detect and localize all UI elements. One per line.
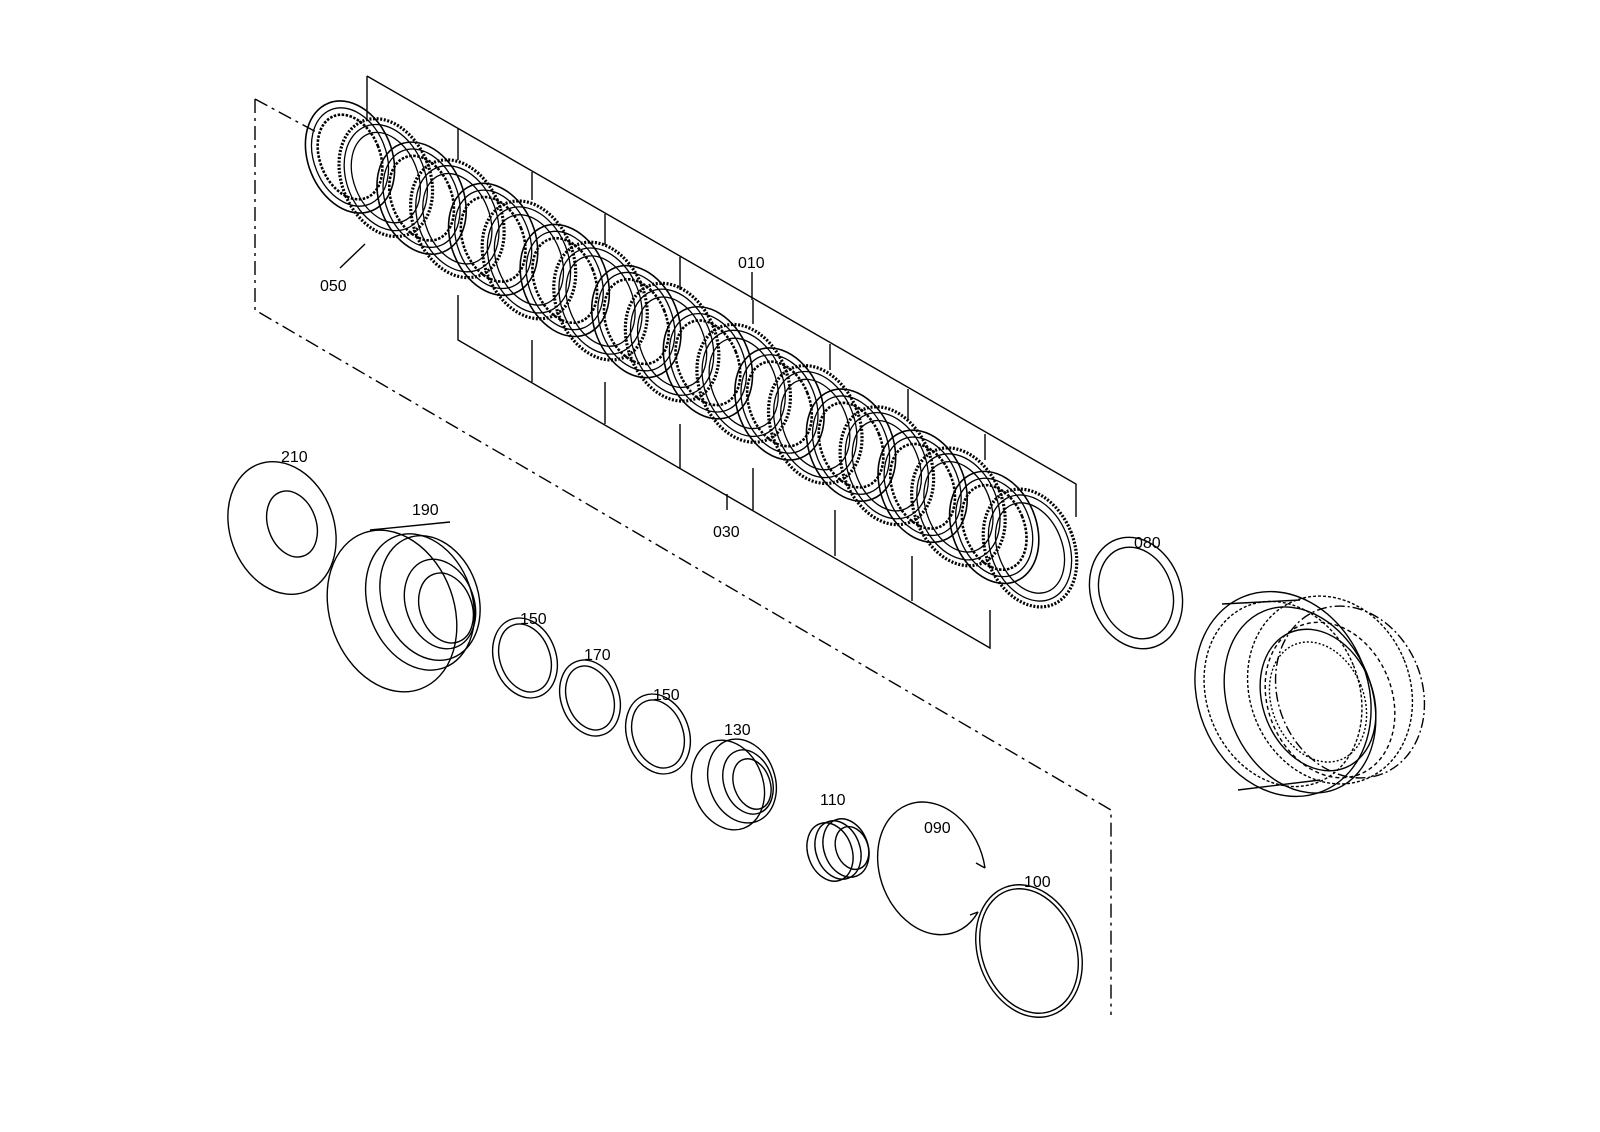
part-170-seal: [558, 659, 622, 737]
label-130: 130: [724, 722, 751, 739]
steel-plate: [981, 487, 1079, 609]
steel-plate: [838, 405, 936, 527]
friction-plate: [304, 100, 396, 214]
part-110-spring: [806, 818, 870, 882]
steel-plate: [480, 199, 578, 321]
label-150-a: 150: [520, 611, 547, 628]
steel-plate: [623, 281, 721, 403]
part-150-shim-b: [624, 693, 692, 775]
label-090: 090: [924, 820, 951, 837]
friction-plate: [662, 305, 754, 420]
part-150-shim-a: [491, 617, 559, 699]
part-090-snap-ring: [876, 801, 986, 936]
part-100-ring: [975, 884, 1083, 1018]
steel-plate: [910, 446, 1007, 568]
friction-plate: [877, 429, 969, 544]
label-050: 050: [320, 278, 347, 295]
friction-plate: [590, 264, 682, 379]
friction-plate: [734, 347, 825, 461]
assembly-boundary: [254, 99, 1112, 1015]
friction-plate: [805, 388, 897, 502]
part-190-piston: [326, 521, 481, 693]
label-210: 210: [281, 449, 308, 466]
label-080: 080: [1134, 535, 1161, 552]
label-100: 100: [1024, 874, 1051, 891]
part-130-sleeve: [690, 738, 778, 831]
label-170: 170: [584, 647, 611, 664]
steel-plate: [552, 240, 649, 362]
bracket-030: [457, 295, 991, 650]
part-080-washer: [1088, 536, 1184, 650]
steel-plate: [766, 364, 864, 486]
friction-plate: [519, 223, 611, 338]
friction-plate: [376, 141, 467, 255]
part-housing-drum: [1194, 590, 1426, 798]
label-150-b: 150: [653, 687, 680, 704]
steel-plate: [409, 158, 506, 280]
label-030: 030: [713, 524, 740, 541]
label-010: 010: [738, 255, 765, 272]
leader-050: [339, 243, 366, 269]
steel-plate: [695, 322, 793, 444]
part-210-disc: [227, 460, 337, 596]
bracket-010: [366, 75, 1077, 517]
clutch-plate-stack: [304, 100, 1079, 609]
assembly-boundary-top: [254, 98, 319, 134]
steel-plate: [337, 117, 435, 239]
friction-plate: [948, 470, 1040, 585]
friction-plate: [447, 182, 539, 297]
label-190: 190: [412, 502, 439, 519]
label-110: 110: [820, 792, 846, 809]
